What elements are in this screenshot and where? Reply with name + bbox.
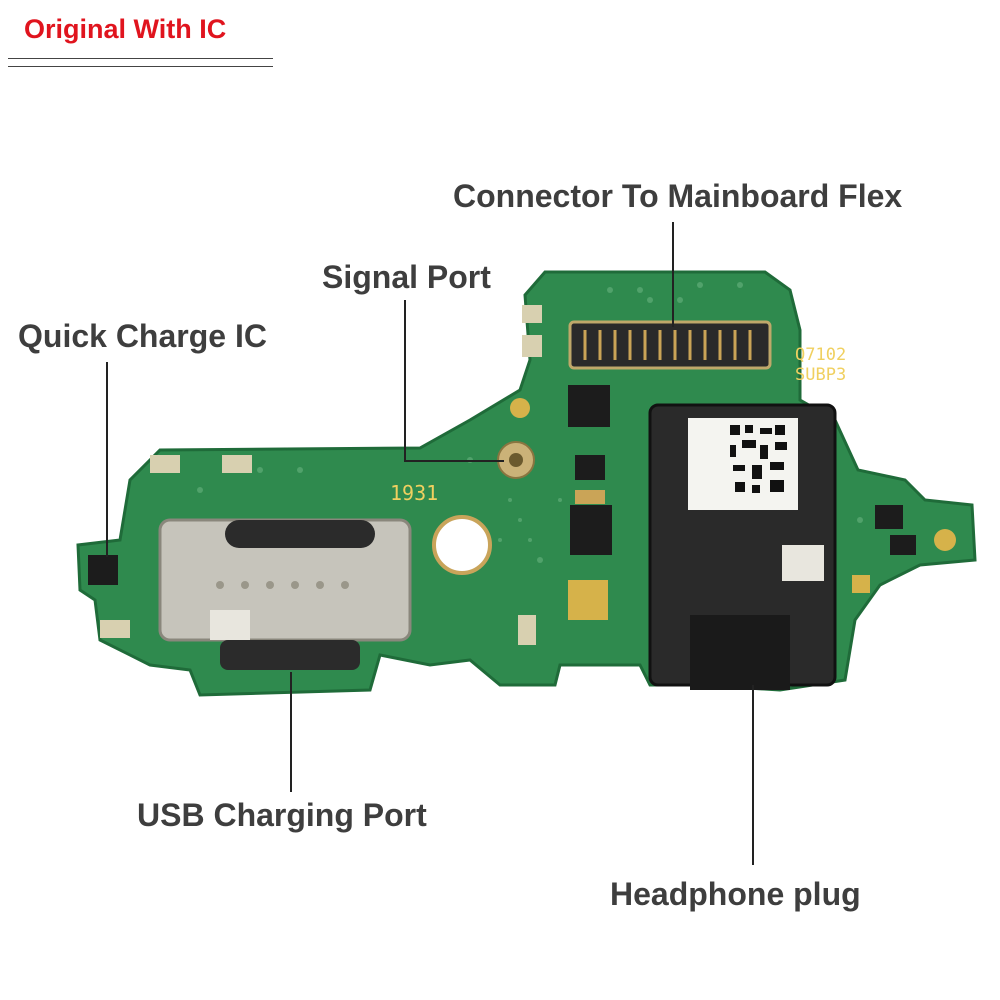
headphone-label: Headphone plug bbox=[610, 876, 861, 912]
connector-leader bbox=[672, 222, 674, 327]
chip bbox=[568, 385, 610, 427]
quick-charge-label: Quick Charge IC bbox=[18, 318, 267, 354]
board-silk-text: 1931 bbox=[390, 481, 438, 505]
original-with-ic-badge: Original With IC bbox=[24, 14, 227, 44]
chip bbox=[575, 455, 605, 480]
usb-port-label: USB Charging Port bbox=[137, 797, 427, 833]
chip bbox=[875, 505, 903, 529]
mounting-hole bbox=[432, 515, 492, 575]
board-model-text: Q7102 bbox=[795, 345, 846, 365]
chip bbox=[575, 490, 605, 504]
quick-charge-chip bbox=[88, 555, 118, 585]
badge-underline-2 bbox=[8, 66, 273, 67]
headphone-leader bbox=[752, 685, 754, 865]
signal-leader-vertical bbox=[404, 300, 406, 460]
chip bbox=[570, 505, 612, 555]
connector-label: Connector To Mainboard Flex bbox=[453, 178, 903, 214]
usb-leader bbox=[290, 672, 292, 792]
signal-leader-horizontal bbox=[404, 460, 504, 462]
signal-port-label: Signal Port bbox=[322, 259, 491, 295]
badge-underline bbox=[8, 58, 273, 59]
quick-charge-leader bbox=[106, 362, 108, 557]
board-sub-text: SUBP3 bbox=[795, 365, 846, 385]
chip bbox=[890, 535, 916, 555]
